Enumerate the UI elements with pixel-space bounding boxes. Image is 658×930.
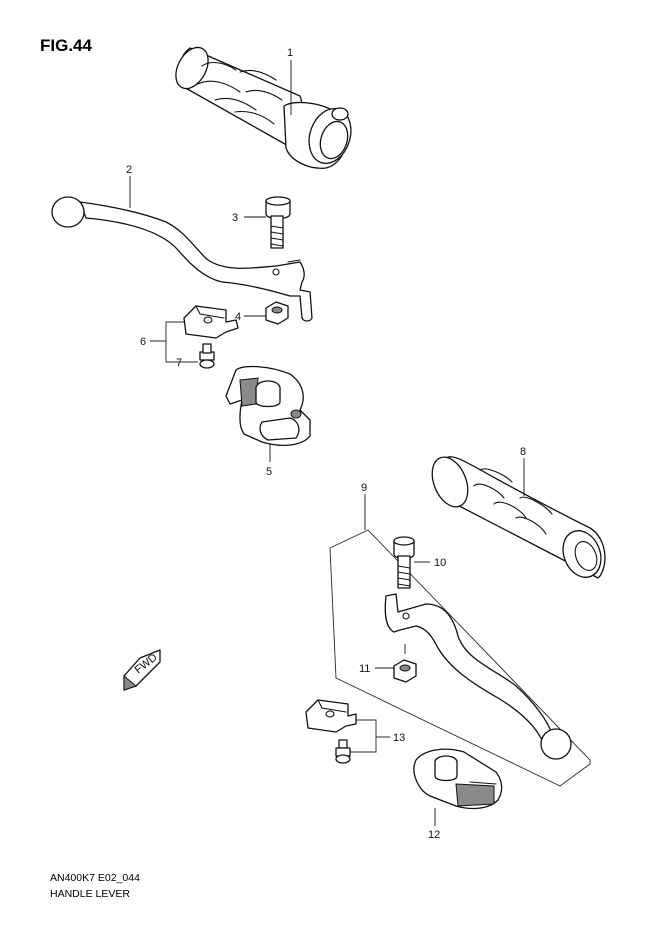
figure-title: FIG.44 (40, 36, 92, 55)
part-11-nut (393, 659, 417, 683)
part-10-pivot-bolt (393, 536, 415, 589)
callout-11: 11 (359, 663, 370, 675)
callout-13: 13 (393, 732, 405, 744)
callout-10: 10 (434, 557, 446, 569)
part-6-clamp (183, 305, 239, 339)
part-2-brake-lever (51, 196, 313, 322)
part-9-assembly-outline (329, 529, 591, 787)
callout-labels: 1 2 3 4 5 6 7 8 9 10 11 12 13 (126, 47, 526, 841)
callout-12: 12 (428, 829, 440, 841)
callout-1: 1 (287, 47, 293, 59)
callout-8: 8 (520, 446, 526, 458)
callout-2: 2 (126, 164, 132, 176)
part-4-nut (265, 301, 289, 325)
clutch-lever-right (384, 593, 572, 760)
part-1-throttle-grip (175, 46, 352, 169)
leader-lines (129, 60, 525, 826)
callout-4: 4 (235, 311, 241, 323)
part-13-clamp-set (305, 699, 357, 764)
callout-9: 9 (361, 482, 367, 494)
part-8-handlebar-grip (431, 456, 606, 579)
part-12-lever-holder (413, 748, 503, 810)
part-7-clamp-bolt (199, 343, 215, 369)
figure-code: AN400K7 E02_044 (50, 872, 140, 884)
callout-3: 3 (232, 212, 238, 224)
callout-6: 6 (140, 336, 146, 348)
callout-7: 7 (176, 357, 182, 369)
part-3-pivot-bolt (265, 196, 291, 249)
figure-name: HANDLE LEVER (50, 888, 130, 900)
part-5-lever-holder (225, 365, 311, 447)
fwd-direction-arrow: FWD (123, 649, 161, 691)
callout-5: 5 (266, 466, 272, 478)
